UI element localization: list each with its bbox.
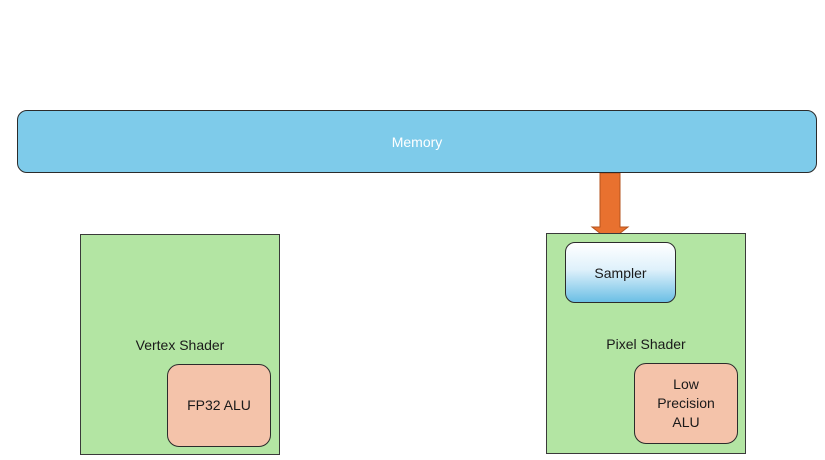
fp32-alu-label: FP32 ALU bbox=[187, 397, 251, 413]
fp32-alu-block: FP32 ALU bbox=[167, 364, 271, 447]
sampler-block: Sampler bbox=[565, 242, 676, 303]
vertex-shader-label: Vertex Shader bbox=[135, 337, 225, 353]
vertex-shader-block: Vertex Shader FP32 ALU bbox=[80, 234, 280, 455]
sampler-label: Sampler bbox=[594, 264, 647, 281]
memory-label: Memory bbox=[391, 133, 443, 150]
low-precision-alu-label: Low Precision ALU bbox=[657, 376, 715, 430]
pixel-shader-label: Pixel Shader bbox=[606, 336, 686, 352]
low-precision-alu-block: Low Precision ALU bbox=[634, 363, 738, 444]
memory-block: Memory bbox=[17, 110, 817, 173]
